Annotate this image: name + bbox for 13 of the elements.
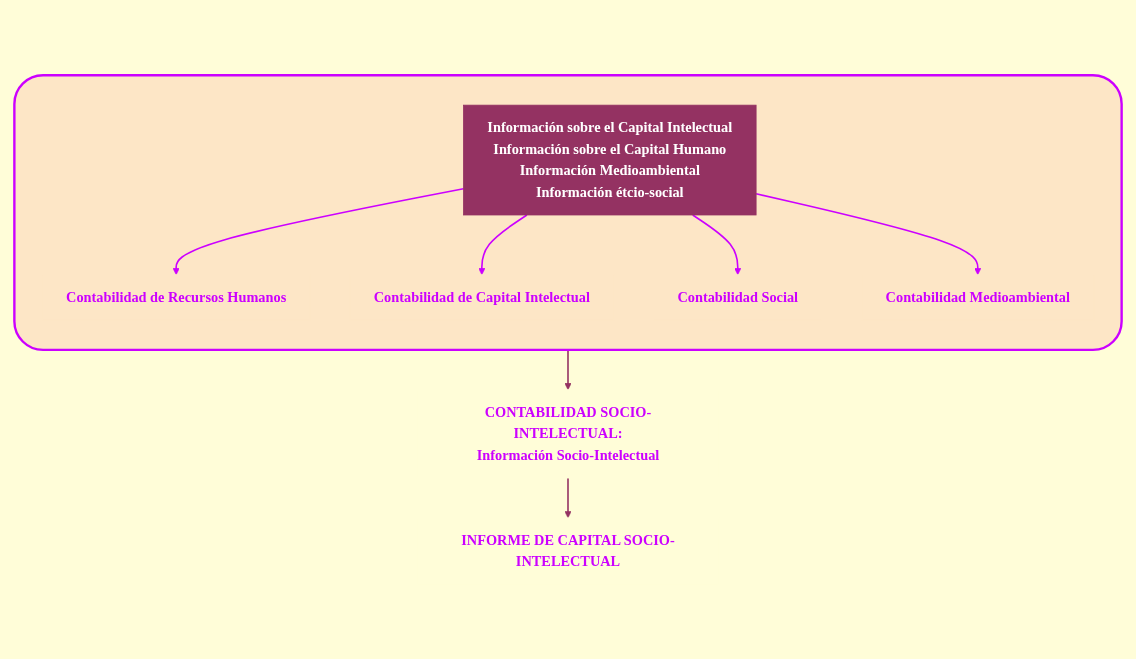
- node-text: CONTABILIDAD SOCIO-INTELECTUAL: Información Socio-Intelectual: [476, 403, 660, 463]
- node-text: INFORME DE CAPITAL SOCIO-INTELECTUAL: [461, 531, 675, 570]
- node-text: Contabilidad Social: [677, 288, 799, 305]
- arrow: [564, 476, 572, 518]
- node-text: Contabilidad Medioambiental: [885, 288, 1070, 305]
- node-text: Contabilidad de Capital Intelectual: [373, 288, 590, 305]
- cluster: [13, 73, 1123, 351]
- arrow: [755, 192, 982, 275]
- arrow: [478, 213, 528, 275]
- arrow: [691, 213, 742, 275]
- node-box: Información sobre el Capital Intelectual Información sobre el Capital Humano Información Medioambiental Información étcio-social: [463, 104, 757, 215]
- node-text: Contabilidad de Recursos Humanos: [66, 288, 287, 305]
- arrow: [172, 187, 465, 275]
